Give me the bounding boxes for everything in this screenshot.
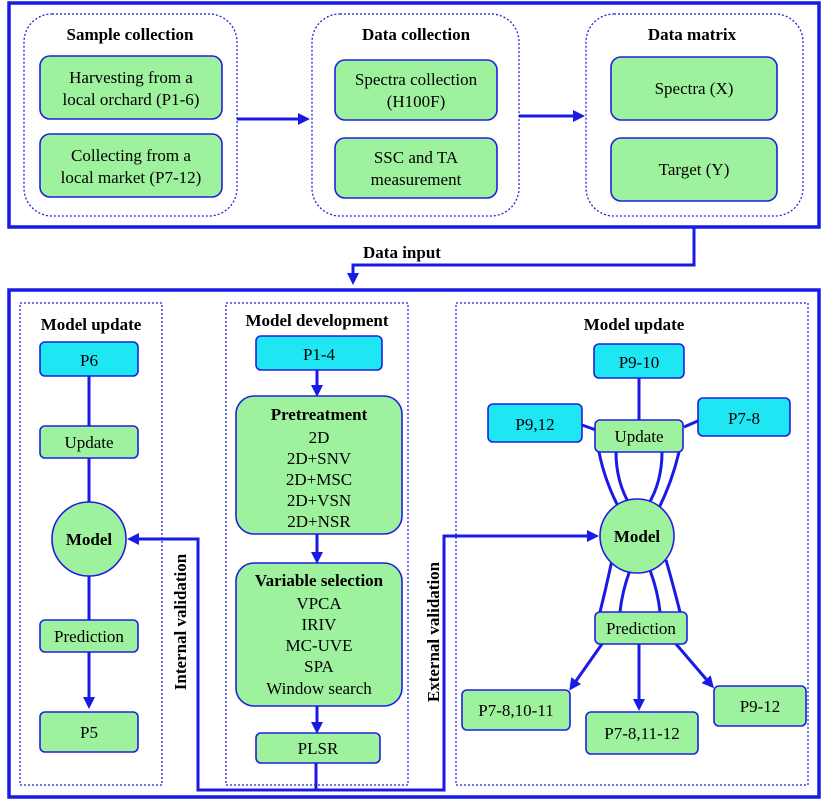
- right-model-update-group: [455, 302, 809, 786]
- left-update-label: Update: [64, 433, 113, 452]
- top-frame: [7, 1, 821, 229]
- spectra-collection-box: [334, 59, 498, 121]
- right-p910-box: [593, 343, 685, 379]
- data-matrix-group: [585, 13, 804, 217]
- left-model-node: [51, 501, 127, 577]
- variable-item-4: SPA: [304, 657, 334, 676]
- right-out3-label: P9-12: [740, 697, 781, 716]
- collect-line2: local market (P7-12): [61, 168, 202, 187]
- external-validation-label: External validation: [424, 561, 443, 702]
- pretreatment-item-1: 2D: [309, 428, 330, 447]
- ssc-ta-line1: SSC and TA: [374, 148, 459, 167]
- spectra-collection-line2: (H100F): [387, 92, 446, 111]
- sample-collection-title: Sample collection: [66, 25, 194, 44]
- sample-collection-group: [23, 13, 238, 217]
- right-update-label: Update: [614, 427, 663, 446]
- pretreatment-item-5: 2D+NSR: [287, 512, 351, 531]
- variable-item-5: Window search: [266, 679, 372, 698]
- right-curve-update-model-3: [646, 451, 664, 506]
- arrow-data-input: [347, 227, 696, 285]
- collect-box: [39, 133, 223, 198]
- right-p910-label: P9-10: [619, 353, 660, 372]
- data-collection-group: [311, 13, 520, 217]
- left-p5-box: [39, 711, 139, 753]
- left-model-update-title: Model update: [41, 315, 142, 334]
- right-model-node: [599, 498, 675, 574]
- model-development-title: Model development: [245, 311, 388, 330]
- right-out1-box: [461, 689, 571, 731]
- plsr-box: [255, 732, 381, 764]
- internal-validation-label: Internal validation: [171, 553, 190, 690]
- right-update-box: [594, 419, 684, 453]
- pretreatment-title: Pretreatment: [271, 405, 368, 424]
- harvest-line2: local orchard (P1-6): [63, 90, 200, 109]
- pretreatment-item-4: 2D+VSN: [287, 491, 351, 510]
- variable-item-3: MC-UVE: [285, 636, 352, 655]
- variable-selection-box: [235, 562, 403, 707]
- ssc-ta-line2: measurement: [371, 170, 462, 189]
- right-curve-model-prediction-1: [598, 559, 614, 613]
- collect-line1: Collecting from a: [71, 146, 191, 165]
- data-matrix-title: Data matrix: [648, 25, 737, 44]
- external-validation-arrow: [316, 530, 599, 792]
- right-arrow-to-out1: [569, 643, 604, 691]
- p14-box: [255, 335, 383, 371]
- right-curve-model-prediction-2: [618, 569, 632, 613]
- bottom-frame: [7, 288, 821, 799]
- right-prediction-label: Prediction: [606, 619, 676, 638]
- right-p78-box: [697, 397, 791, 437]
- left-p6-label: P6: [80, 351, 98, 370]
- right-curve-update-model-2: [614, 451, 632, 506]
- harvest-line1: Harvesting from a: [69, 68, 193, 87]
- variable-selection-title: Variable selection: [255, 571, 384, 590]
- right-line-p912-update: [581, 423, 597, 432]
- ssc-ta-box: [334, 137, 498, 199]
- plsr-label: PLSR: [298, 739, 339, 758]
- right-out1-label: P7-8,10-11: [478, 701, 553, 720]
- spectra-collection-line1: Spectra collection: [355, 70, 478, 89]
- p14-label: P1-4: [303, 345, 336, 364]
- spectra-x-box: [610, 56, 778, 121]
- pretreatment-item-2: 2D+SNV: [287, 449, 352, 468]
- right-p912-box: [487, 403, 583, 443]
- right-prediction-box: [594, 611, 688, 645]
- left-p5-label: P5: [80, 723, 98, 742]
- right-curve-update-model-4: [656, 451, 681, 511]
- right-arrow-to-out3: [674, 643, 714, 689]
- right-curve-model-prediction-4: [664, 559, 682, 613]
- pretreatment-box: [235, 395, 403, 535]
- right-out3-box: [713, 685, 807, 727]
- harvest-box: [39, 55, 223, 120]
- left-prediction-label: Prediction: [54, 627, 124, 646]
- right-model-label: Model: [614, 527, 661, 546]
- internal-validation-arrow: [127, 533, 318, 792]
- left-prediction-box: [39, 619, 139, 653]
- target-y-box: [610, 137, 778, 202]
- right-out2-label: P7-8,11-12: [604, 724, 679, 743]
- left-update-box: [39, 425, 139, 459]
- variable-item-1: VPCA: [296, 594, 342, 613]
- pretreatment-item-3: 2D+MSC: [286, 470, 352, 489]
- right-out2-box: [585, 711, 699, 755]
- spectra-x-label: Spectra (X): [655, 79, 734, 98]
- right-p912-label: P9,12: [515, 415, 554, 434]
- variable-item-2: IRIV: [302, 615, 338, 634]
- data-collection-title: Data collection: [362, 25, 471, 44]
- left-model-label: Model: [66, 530, 113, 549]
- right-p78-label: P7-8: [728, 409, 760, 428]
- right-curve-model-prediction-3: [648, 569, 662, 613]
- target-y-label: Target (Y): [659, 160, 730, 179]
- data-input-label: Data input: [363, 243, 441, 262]
- right-model-update-title: Model update: [584, 315, 685, 334]
- left-p6-box: [39, 341, 139, 377]
